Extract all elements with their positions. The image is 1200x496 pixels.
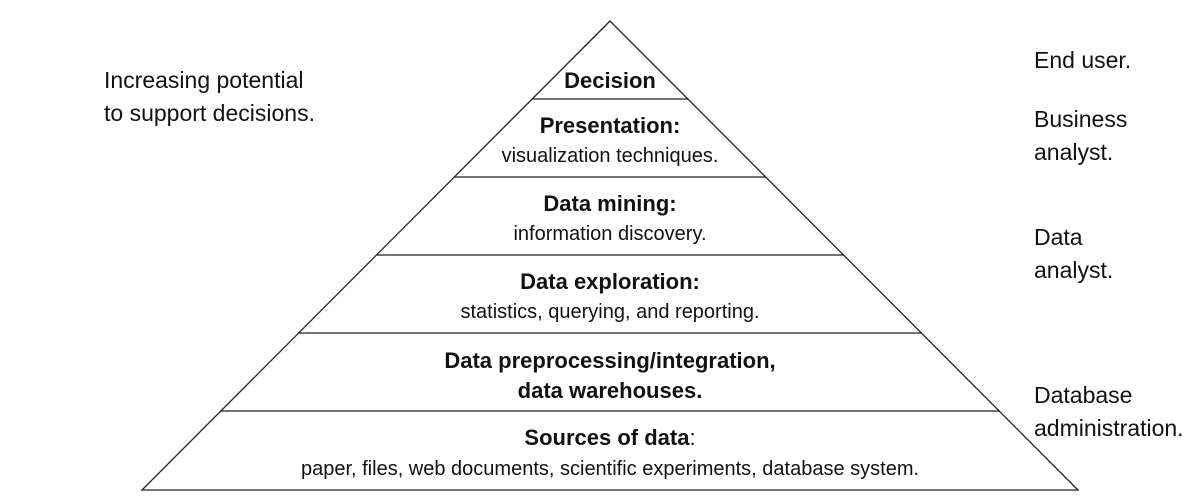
layer-sources-title: Sources of data — [524, 425, 690, 450]
layer-decision: Decision — [564, 66, 656, 96]
layer-presentation: Presentation: visualization techniques. — [502, 111, 719, 171]
layer-data-exploration-desc: statistics, querying, and reporting. — [460, 301, 760, 323]
layer-presentation-desc: visualization techniques. — [501, 145, 719, 167]
role-database-administration: Database administration. — [1034, 379, 1184, 445]
role-end-user: End user. — [1034, 44, 1131, 77]
layer-data-preprocessing: Data preprocessing/integration, data war… — [444, 346, 775, 406]
layer-data-preprocessing-title: Data preprocessing/integration, — [444, 348, 776, 373]
layer-presentation-title: Presentation: — [539, 113, 681, 138]
layer-data-exploration-title: Data exploration: — [520, 269, 700, 294]
role-data-analyst-line2: analyst. — [1034, 257, 1114, 283]
layer-data-mining: Data mining: information discovery. — [513, 189, 706, 249]
layer-decision-title: Decision — [564, 68, 656, 93]
decision-support-note-line1: Increasing potential — [104, 67, 304, 93]
role-database-administration-line1: Database — [1034, 382, 1133, 408]
decision-support-note-line2: to support decisions. — [104, 100, 315, 126]
layer-data-preprocessing-title2: data warehouses. — [517, 378, 703, 403]
role-business-analyst-line2: analyst. — [1034, 139, 1114, 165]
layer-sources-colon: : — [689, 425, 696, 450]
role-business-analyst-line1: Business — [1034, 106, 1128, 132]
role-data-analyst: Data analyst. — [1034, 221, 1113, 287]
layer-data-exploration: Data exploration: statistics, querying, … — [460, 267, 759, 327]
layer-sources-desc: paper, files, web documents, scientific … — [300, 458, 920, 480]
layer-data-mining-desc: information discovery. — [513, 223, 707, 245]
role-data-analyst-line1: Data — [1034, 224, 1083, 250]
decision-support-note: Increasing potential to support decision… — [104, 64, 315, 130]
role-database-administration-line2: administration. — [1034, 415, 1184, 441]
layer-data-mining-title: Data mining: — [543, 191, 677, 216]
role-end-user-line1: End user. — [1034, 47, 1132, 73]
layer-sources-heading: Sources of data: — [301, 423, 919, 454]
role-business-analyst: Business analyst. — [1034, 103, 1127, 169]
layer-sources-of-data: Sources of data: paper, files, web docum… — [301, 423, 919, 484]
